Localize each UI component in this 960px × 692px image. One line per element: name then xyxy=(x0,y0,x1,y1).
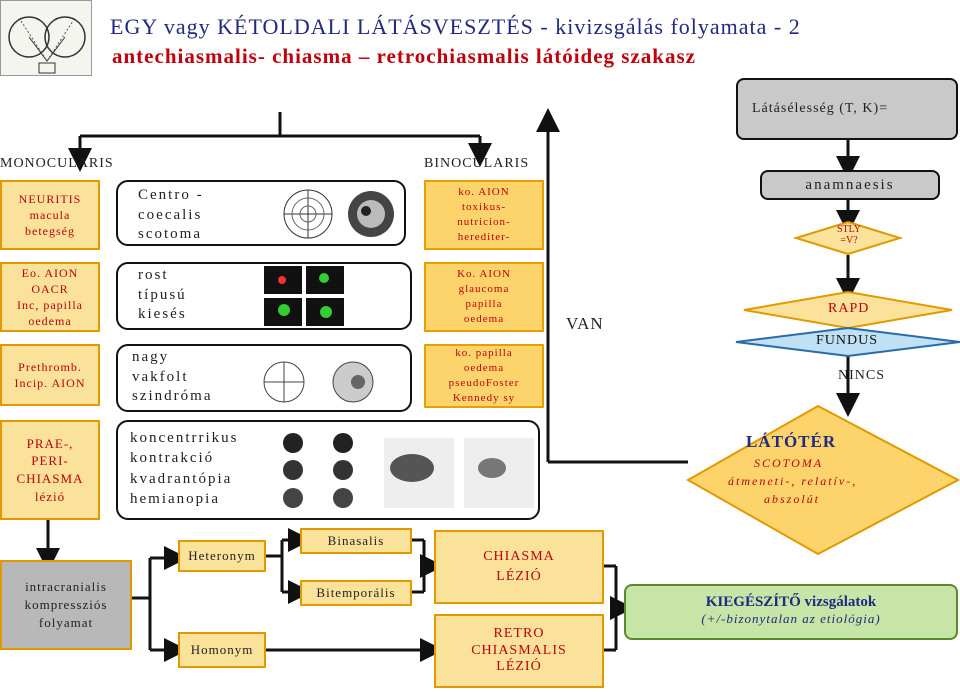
latoter-atmeneti: átmeneti-, relatív-, xyxy=(728,474,858,488)
ko-papilla-oedema-box: ko. papilla oedema pseudoFoster Kennedy … xyxy=(424,344,544,408)
ko-aion-glaucoma-box: Ko. AION glaucoma papilla oedema xyxy=(424,262,544,332)
blindspot-chart-image xyxy=(263,361,305,403)
intracranialis-box: intracranialis kompressziós folyamat xyxy=(0,560,132,650)
quadrant-field-image xyxy=(264,266,344,326)
rost-tipusu-box: rost típusú kiesés xyxy=(116,262,412,330)
fundus-field-image xyxy=(348,191,394,237)
nincs-label: NINCS xyxy=(838,368,886,383)
latoter-scotoma: SCOTOMA xyxy=(754,456,824,470)
page-subtitle: antechiasmalis- chiasma – retrochiasmali… xyxy=(112,44,696,68)
prethromb-box: Prethromb. Incip. AION xyxy=(0,344,100,406)
eye-diagram-image xyxy=(0,0,92,76)
nagy-vakfolt-box: nagy vakfolt szindróma xyxy=(116,344,412,412)
aion-oacr-box: Eo. AION OACR Inc, papilla oedema xyxy=(0,262,100,332)
koncentrikus-box: koncentrrikus kontrakció kvadrantópia he… xyxy=(116,420,540,520)
monocularis-label: MONOCULARIS xyxy=(0,156,114,171)
centrocoecalis-box: Centro - coecalis scotoma xyxy=(116,180,406,246)
field-diagram-image-1 xyxy=(384,438,454,508)
kiegeszito-box: KIEGÉSZÍTŐ vizsgálatok (+/-bizonytalan a… xyxy=(624,584,958,640)
fundus-label: FUNDUS xyxy=(816,333,879,348)
latoter-title: LÁTÓTÉR xyxy=(746,432,837,451)
latoter-abszolut: abszolút xyxy=(764,492,821,506)
heteronym-box: Heteronym xyxy=(178,540,266,572)
ko-aion-toxikus-box: ko. AION toxikus- nutricion- herediter- xyxy=(424,180,544,250)
visual-field-chart-image xyxy=(283,189,333,239)
stly-label: STLY =V? xyxy=(837,224,861,246)
binocularis-label: BINOCULARIS xyxy=(424,156,530,171)
retro-chiasmalis-box: RETRO CHIASMALIS LÉZIÓ xyxy=(434,614,604,688)
binasalis-box: Binasalis xyxy=(300,528,412,554)
field-diagram-image-2 xyxy=(464,438,534,508)
latasellesseg-box: Látásélesség (T, K)= xyxy=(736,78,958,140)
hemianopia-fields-image xyxy=(283,433,353,508)
blindspot-field-image xyxy=(332,361,374,403)
homonym-box: Homonym xyxy=(178,632,266,668)
rapd-label: RAPD xyxy=(828,301,870,316)
bitemporalis-box: Bitemporális xyxy=(300,580,412,606)
page-title: EGY vagy KÉTOLDALI LÁTÁSVESZTÉS - kivizs… xyxy=(110,14,801,39)
neuritis-box: NEURITIS macula betegség xyxy=(0,180,100,250)
chiasma-lezio-box: CHIASMA LÉZIÓ xyxy=(434,530,604,604)
anamnaesis-box: anamnaesis xyxy=(760,170,940,200)
prae-chiasma-box: PRAE-, PERI- CHIASMA lézió xyxy=(0,420,100,520)
van-label: VAN xyxy=(566,314,604,333)
